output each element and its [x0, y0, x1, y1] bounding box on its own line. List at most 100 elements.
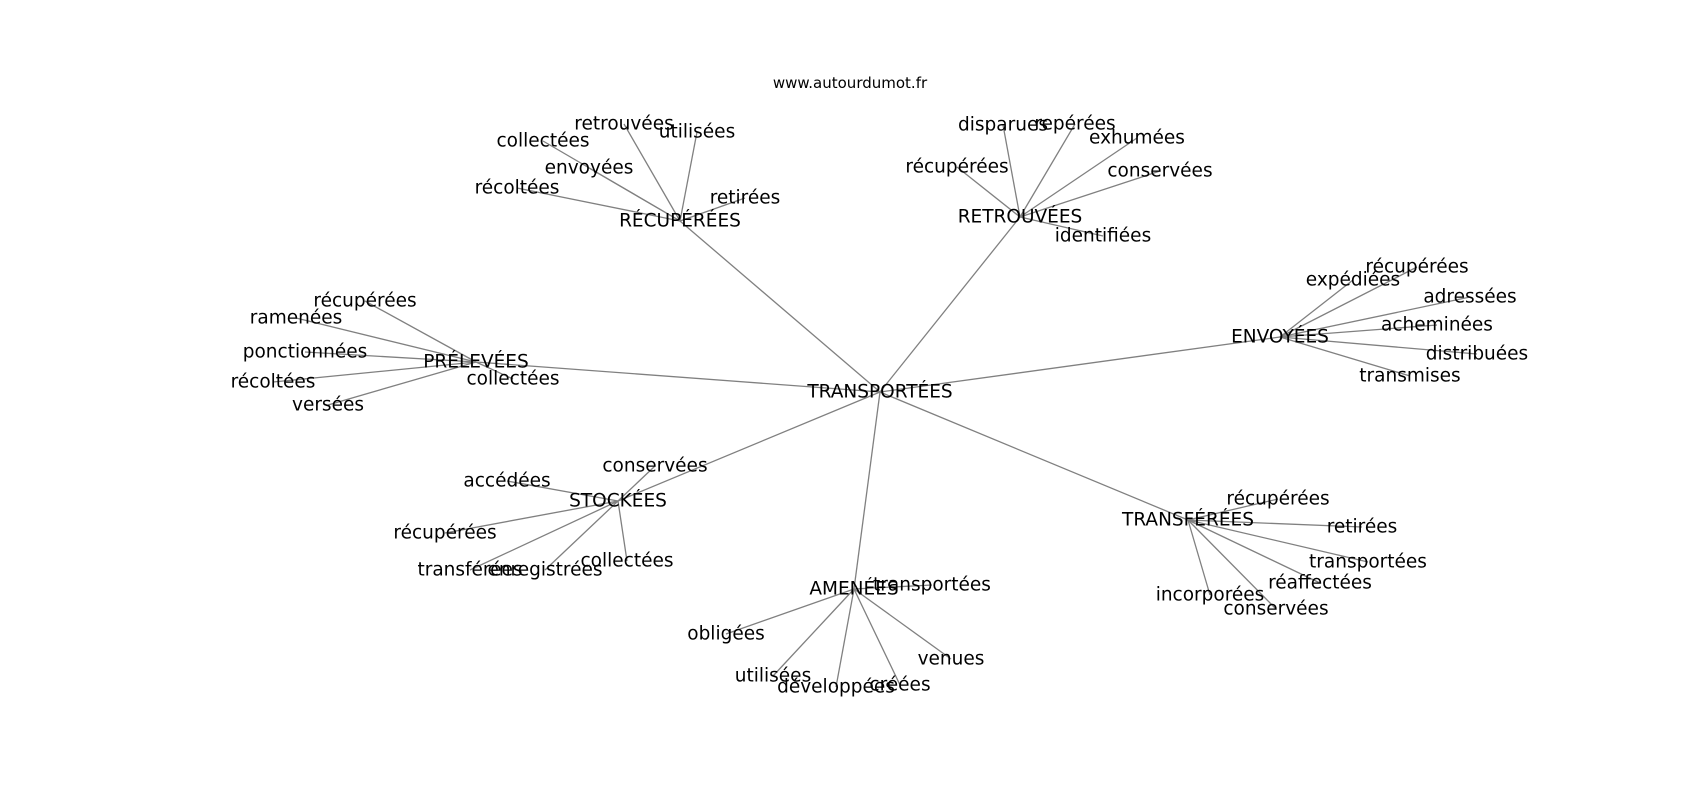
edge-hub-leaf	[623, 123, 681, 222]
leaf-node[interactable]: transportées	[873, 575, 991, 596]
leaf-node[interactable]: collectées	[581, 551, 674, 572]
edge-hub-leaf	[469, 500, 619, 571]
edge-hub-leaf	[1019, 170, 1161, 218]
edge-center-hub	[617, 391, 881, 502]
leaf-node[interactable]: enregistrées	[487, 560, 602, 581]
edge-hub-leaf	[1187, 519, 1321, 584]
edge-hub-leaf	[295, 317, 477, 363]
edge-hub-leaf	[304, 351, 477, 363]
leaf-node[interactable]: ramenées	[250, 308, 342, 329]
edge-hub-leaf	[1019, 123, 1076, 218]
leaf-node[interactable]: utilisées	[735, 666, 811, 687]
leaf-node[interactable]: récupérées	[1365, 257, 1468, 278]
edge-center-hub	[879, 336, 1281, 393]
leaf-node[interactable]: transférées	[417, 560, 522, 581]
leaf-node[interactable]: collectées	[497, 131, 590, 152]
hub-node[interactable]: AMENÉES	[809, 578, 898, 600]
site-url[interactable]: www.autourdumot.fr	[773, 74, 928, 92]
edge-hub-leaf	[956, 166, 1021, 218]
edge-hub-leaf	[364, 300, 477, 363]
edge-hub-leaf	[1279, 324, 1438, 338]
leaf-node[interactable]: réaffectées	[1268, 573, 1372, 594]
leaf-node[interactable]: récupérées	[393, 523, 496, 544]
leaf-node[interactable]: collectées	[467, 369, 560, 390]
edge-center-hub	[475, 361, 881, 393]
leaf-node[interactable]: accédées	[463, 471, 550, 492]
edge-hub-leaf	[853, 584, 933, 590]
edge-hub-leaf	[1187, 519, 1211, 596]
leaf-node[interactable]: versées	[292, 395, 364, 416]
hub-node[interactable]: PRÉLEVÉES	[423, 351, 528, 373]
edge-hub-leaf	[853, 588, 901, 686]
leaf-node[interactable]: récupérées	[1226, 489, 1329, 510]
edge-hub-leaf	[1279, 266, 1418, 338]
leaf-node[interactable]: identifiées	[1055, 226, 1151, 247]
labels-layer: TRANSPORTÉESRÉCUPÉRÉESretrouvéesutilisée…	[231, 114, 1529, 698]
edge-hub-leaf	[1187, 519, 1363, 528]
leaf-node[interactable]: expédiées	[1306, 270, 1400, 291]
leaf-node[interactable]: transportées	[1309, 552, 1427, 573]
leaf-node[interactable]: récoltées	[475, 178, 560, 199]
leaf-node[interactable]: retirées	[1327, 517, 1398, 538]
edge-hub-leaf	[444, 500, 619, 534]
edge-hub-leaf	[772, 588, 855, 677]
leaf-node[interactable]: repérées	[1034, 114, 1115, 135]
edge-hub-leaf	[1002, 124, 1021, 218]
leaf-node[interactable]: récupérées	[905, 157, 1008, 178]
edge-hub-leaf	[617, 500, 628, 562]
edge-hub-leaf	[1279, 296, 1471, 338]
leaf-node[interactable]: incorporées	[1156, 585, 1265, 606]
hub-node[interactable]: TRANSFÉRÉES	[1121, 509, 1254, 531]
edge-center-hub	[879, 391, 1189, 521]
leaf-node[interactable]: distribuées	[1426, 344, 1528, 365]
edge-hub-leaf	[1187, 519, 1277, 610]
edge-hub-leaf	[679, 197, 746, 222]
hub-node[interactable]: STOCKÉES	[569, 490, 667, 512]
edge-center-hub	[853, 391, 881, 590]
leaf-node[interactable]: ponctionnées	[243, 342, 368, 363]
leaf-node[interactable]: conservées	[602, 456, 707, 477]
edge-center-hub	[879, 216, 1021, 393]
edge-hub-leaf	[272, 361, 477, 383]
edge-hub-leaf	[1019, 216, 1104, 237]
leaf-node[interactable]: retirées	[710, 188, 781, 209]
edge-hub-leaf	[1187, 519, 1369, 563]
leaf-node[interactable]: exhumées	[1089, 128, 1185, 149]
leaf-node[interactable]: venues	[918, 649, 985, 670]
leaf-node[interactable]: adressées	[1423, 287, 1516, 308]
leaf-node[interactable]: transmises	[1359, 366, 1460, 387]
edges-layer	[272, 123, 1478, 688]
leaf-node[interactable]: conservées	[1107, 161, 1212, 182]
edge-hub-leaf	[1279, 336, 1478, 355]
edge-hub-leaf	[516, 187, 681, 222]
edge-hub-leaf	[475, 361, 514, 380]
leaf-node[interactable]: envoyées	[545, 158, 634, 179]
edge-hub-leaf	[835, 588, 855, 688]
leaf-node[interactable]: retrouvées	[574, 114, 673, 135]
leaf-node[interactable]: obligées	[687, 624, 765, 645]
hub-node[interactable]: ENVOYÉES	[1231, 326, 1329, 348]
leaf-node[interactable]: récupérées	[313, 291, 416, 312]
leaf-node[interactable]: créées	[869, 675, 930, 696]
edge-hub-leaf	[506, 480, 619, 502]
edge-hub-leaf	[1187, 498, 1279, 521]
leaf-node[interactable]: développées	[777, 677, 895, 698]
leaf-node[interactable]: conservées	[1223, 599, 1328, 620]
leaf-node[interactable]: acheminées	[1381, 315, 1493, 336]
edge-hub-leaf	[544, 500, 619, 571]
edge-hub-leaf	[327, 361, 477, 406]
edge-hub-leaf	[853, 588, 952, 660]
edge-hub-leaf	[725, 588, 855, 635]
hub-node[interactable]: RETROUVÉES	[958, 206, 1083, 228]
edge-center-hub	[679, 220, 881, 393]
leaf-node[interactable]: utilisées	[659, 122, 735, 143]
edge-hub-leaf	[1279, 279, 1354, 338]
center-node[interactable]: TRANSPORTÉES	[806, 381, 952, 403]
edge-hub-leaf	[588, 167, 681, 222]
leaf-node[interactable]: récoltées	[231, 372, 316, 393]
edge-hub-leaf	[617, 465, 656, 502]
hub-node[interactable]: RÉCUPÉRÉES	[619, 210, 741, 232]
leaf-node[interactable]: disparues	[958, 115, 1048, 136]
edge-hub-leaf	[1279, 336, 1411, 377]
